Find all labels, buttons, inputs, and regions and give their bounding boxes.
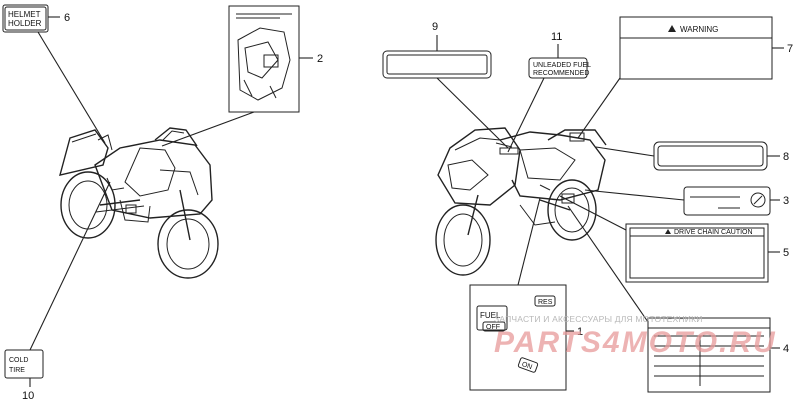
callout-2: 2 <box>317 53 323 65</box>
warning-title: WARNING <box>680 25 718 34</box>
callout-7: 7 <box>787 43 793 55</box>
badge-circle-icon <box>750 192 766 208</box>
label-detail-sticker: 2 <box>161 5 323 147</box>
label-8-blank: 8 <box>595 141 789 171</box>
callout-9: 9 <box>432 21 438 33</box>
callout-3: 3 <box>783 195 789 207</box>
fuel-valve-fuel: FUEL <box>480 311 501 320</box>
label-3-badge: 3 <box>584 186 789 216</box>
motorcycle-left-illustration <box>59 127 219 279</box>
label-drive-chain-caution: DRIVE CHAIN CAUTION 5 <box>559 195 789 283</box>
callout-10: 10 <box>22 390 34 402</box>
fuel-valve-res: RES <box>538 299 553 306</box>
label-9-blank: 9 <box>382 21 509 149</box>
callout-8: 8 <box>783 151 789 163</box>
callout-1: 1 <box>577 326 583 338</box>
helmet-holder-line1: HELMET <box>8 10 41 19</box>
callout-4: 4 <box>783 343 789 355</box>
callout-11: 11 <box>551 31 562 43</box>
drive-chain-title: DRIVE CHAIN CAUTION <box>674 229 753 236</box>
unleaded-line1: UNLEADED FUEL <box>533 62 591 69</box>
fuel-valve-off: OFF <box>486 324 500 331</box>
motorcycle-right-illustration <box>435 127 607 276</box>
tire-label-line1: COLD <box>9 357 28 364</box>
tire-label-line2: TIRE <box>9 367 25 374</box>
fuel-valve-on: ON <box>521 361 533 371</box>
unleaded-line2: RECOMMENDED <box>533 70 589 77</box>
watermark: ЗАПЧАСТИ И АКСЕССУАРЫ ДЛЯ МОТОТЕХНИКИ PA… <box>494 314 777 359</box>
label-unleaded-fuel: UNLEADED FUEL RECOMMENDED 11 <box>507 31 591 153</box>
label-helmet-holder: HELMET HOLDER 6 <box>2 4 106 144</box>
label-warning: WARNING 7 <box>577 16 793 139</box>
callout-6: 6 <box>64 12 70 24</box>
callout-5: 5 <box>783 247 789 259</box>
label-4-table: 4 <box>567 205 789 393</box>
label-fuel-valve-set: RES FUEL OFF ON 1 <box>469 197 583 391</box>
label-tire-info: COLD TIRE 10 <box>4 181 111 402</box>
helmet-holder-line2: HOLDER <box>8 19 42 28</box>
watermark-caption: ЗАПЧАСТИ И АКСЕССУАРЫ ДЛЯ МОТОТЕХНИКИ <box>494 314 703 324</box>
watermark-brand: PARTS4MOTO.RU <box>494 326 777 359</box>
